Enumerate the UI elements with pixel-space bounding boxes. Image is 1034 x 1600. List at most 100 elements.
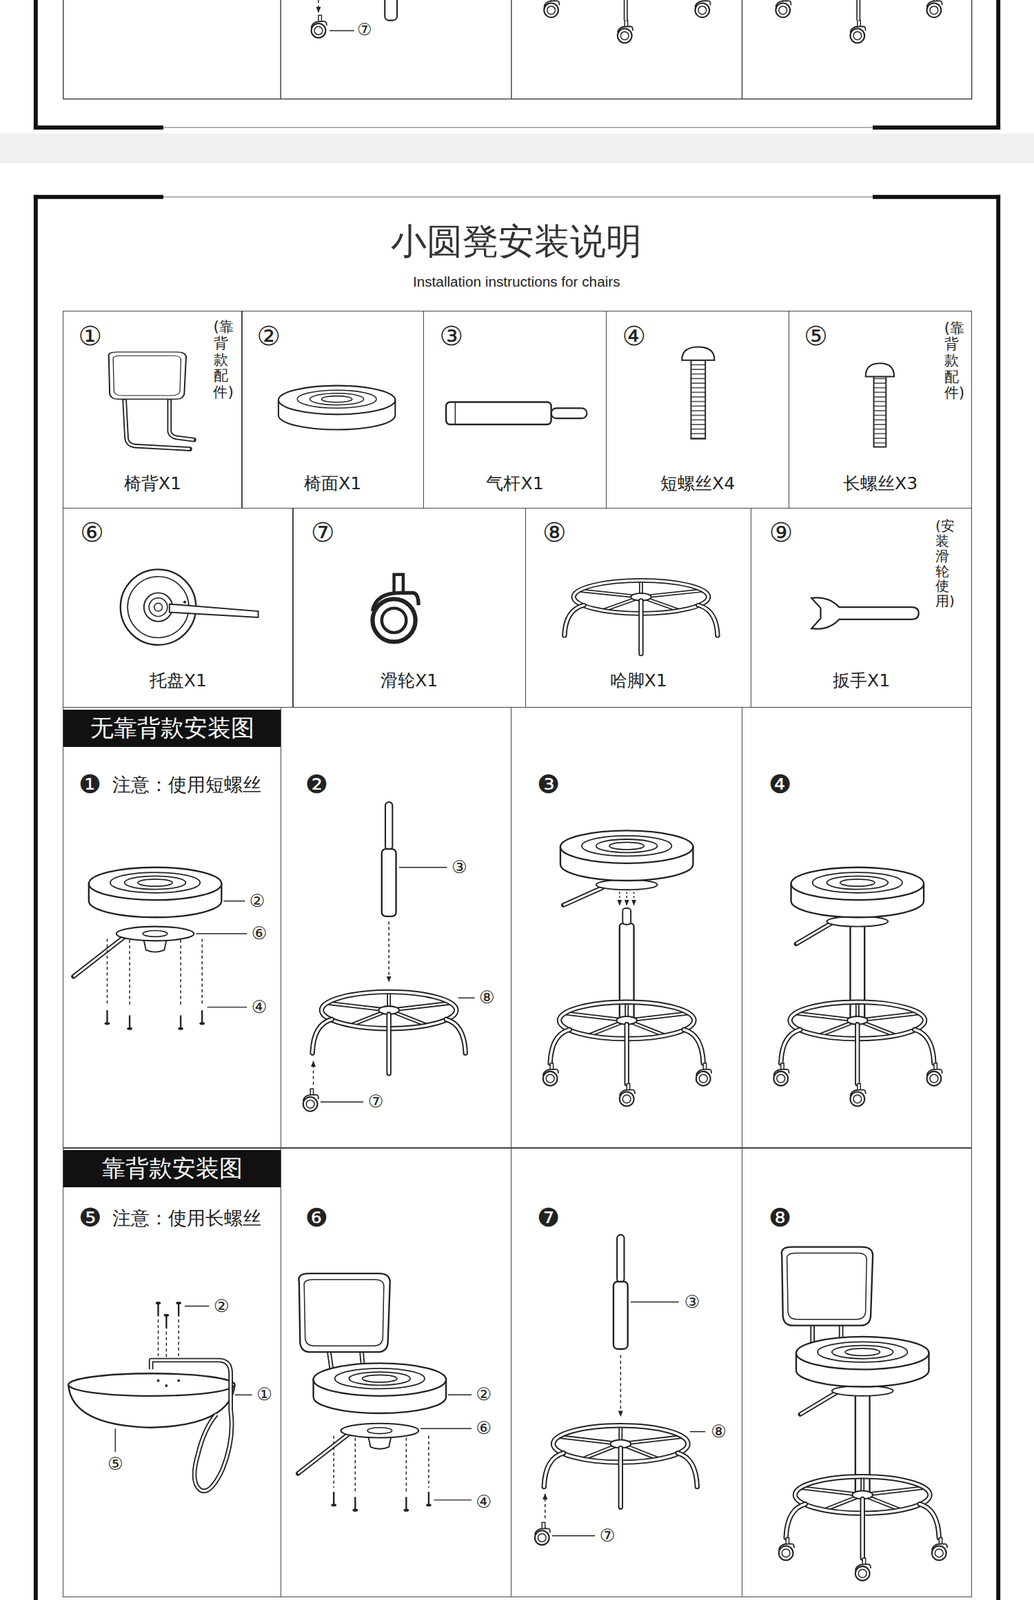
vertical-note: (靠背款配件) — [213, 318, 228, 400]
line-art — [458, 998, 475, 999]
caster-part — [372, 574, 419, 643]
step-art — [778, 1247, 948, 1582]
line-art — [124, 400, 195, 450]
line-art — [624, 0, 627, 21]
callout-number: ③ — [451, 857, 468, 878]
line-art — [448, 1395, 472, 1396]
part-cell: ④短螺丝X4 — [605, 310, 790, 509]
line-art — [298, 1273, 390, 1353]
vertical-note: (安装滑轮使用) — [935, 519, 950, 611]
line-art — [388, 921, 389, 982]
line-art — [690, 1431, 706, 1433]
line-art — [564, 580, 718, 655]
step-art — [68, 1302, 253, 1492]
line-art — [124, 400, 195, 450]
callout-number: ⑧ — [479, 988, 495, 1009]
line-art — [157, 1320, 159, 1358]
line-art — [384, 0, 398, 21]
line-art — [996, 195, 1001, 1600]
step-number: ❽ — [768, 1204, 792, 1234]
section-header: 靠背款安装图 — [63, 1150, 281, 1188]
part-name: 长螺丝X3 — [843, 474, 918, 495]
line-art — [426, 1492, 432, 1507]
vertical-note: (靠背款配件) — [944, 319, 959, 402]
part-number: ④ — [622, 320, 647, 351]
step-number: ❼ — [536, 1204, 560, 1234]
line-art — [543, 1426, 697, 1508]
callout-number: ④ — [476, 1492, 493, 1513]
line-art — [551, 408, 588, 419]
part-cell: ⑨扳手X1(安装滑轮使用) — [750, 508, 972, 708]
step-art — [297, 1273, 472, 1513]
line-art — [177, 1380, 180, 1383]
part-number: ② — [257, 320, 282, 351]
line-art — [33, 0, 38, 130]
step-number: ❺ — [78, 1204, 102, 1234]
line-art — [320, 1102, 364, 1103]
callout-number: ⑥ — [476, 1419, 493, 1440]
line-art — [781, 1247, 873, 1327]
callout-number: ① — [256, 1385, 273, 1406]
line-art — [332, 1436, 334, 1489]
step-cell: ❶注意：使用短螺丝无靠背款安装图 — [62, 707, 282, 1150]
line-art — [741, 0, 743, 100]
line-art — [279, 0, 281, 100]
callout-number: ⑧ — [710, 1422, 727, 1443]
line-art — [800, 1393, 837, 1415]
line-art — [625, 891, 627, 906]
line-art — [312, 991, 466, 1074]
line-art — [796, 1337, 929, 1388]
line-art — [148, 598, 168, 617]
line-art — [303, 1089, 319, 1112]
line-art — [372, 574, 419, 643]
line-art — [150, 1360, 232, 1492]
line-art — [445, 401, 552, 425]
step-cell: ❻ — [280, 1147, 513, 1598]
step-number: ❹ — [768, 770, 792, 801]
line-art — [620, 1355, 622, 1418]
title: 小圆凳安装说明 — [390, 221, 642, 263]
line-art — [278, 386, 395, 431]
step-art — [534, 1235, 706, 1546]
section-title: 靠背款安装图 — [102, 1155, 243, 1183]
callout-number: ③ — [684, 1292, 701, 1313]
line-art — [199, 1010, 205, 1026]
line-art — [433, 1499, 472, 1501]
line-art — [681, 346, 715, 360]
line-art — [183, 601, 187, 604]
line-art — [543, 1002, 712, 1107]
part-number: ⑦ — [310, 517, 336, 549]
part-name: 滑轮X1 — [380, 671, 438, 692]
line-art — [150, 1360, 232, 1492]
line-art — [128, 940, 130, 1007]
line-art — [690, 359, 706, 440]
line-art — [68, 1373, 235, 1397]
line-art — [403, 1497, 409, 1512]
line-art — [552, 1535, 595, 1537]
line-art — [510, 0, 512, 100]
line-art — [811, 597, 919, 629]
previous-steps-art — [311, 0, 943, 43]
backrest-part — [108, 352, 194, 450]
line-art — [778, 1477, 948, 1582]
line-art — [33, 125, 164, 130]
line-art — [352, 1497, 358, 1512]
step-number: ❸ — [536, 770, 560, 801]
line-art — [857, 0, 860, 21]
step-cell: ❽ — [741, 1147, 972, 1598]
part-cell: ⑦ 滑轮X1 — [292, 508, 526, 708]
line-art — [179, 940, 181, 1007]
line-art — [563, 887, 602, 906]
line-art — [104, 1010, 111, 1026]
line-art — [201, 938, 202, 1007]
line-art — [420, 1428, 472, 1429]
line-art — [126, 1015, 133, 1030]
part-cell: ①椅背X1(靠背款配件) — [62, 310, 242, 509]
part-name: 扳手X1 — [832, 671, 890, 692]
section-header: 无靠背款安装图 — [63, 710, 281, 748]
line-art — [355, 1438, 356, 1493]
step-number: ❶ — [78, 770, 102, 801]
line-art — [155, 1302, 162, 1317]
